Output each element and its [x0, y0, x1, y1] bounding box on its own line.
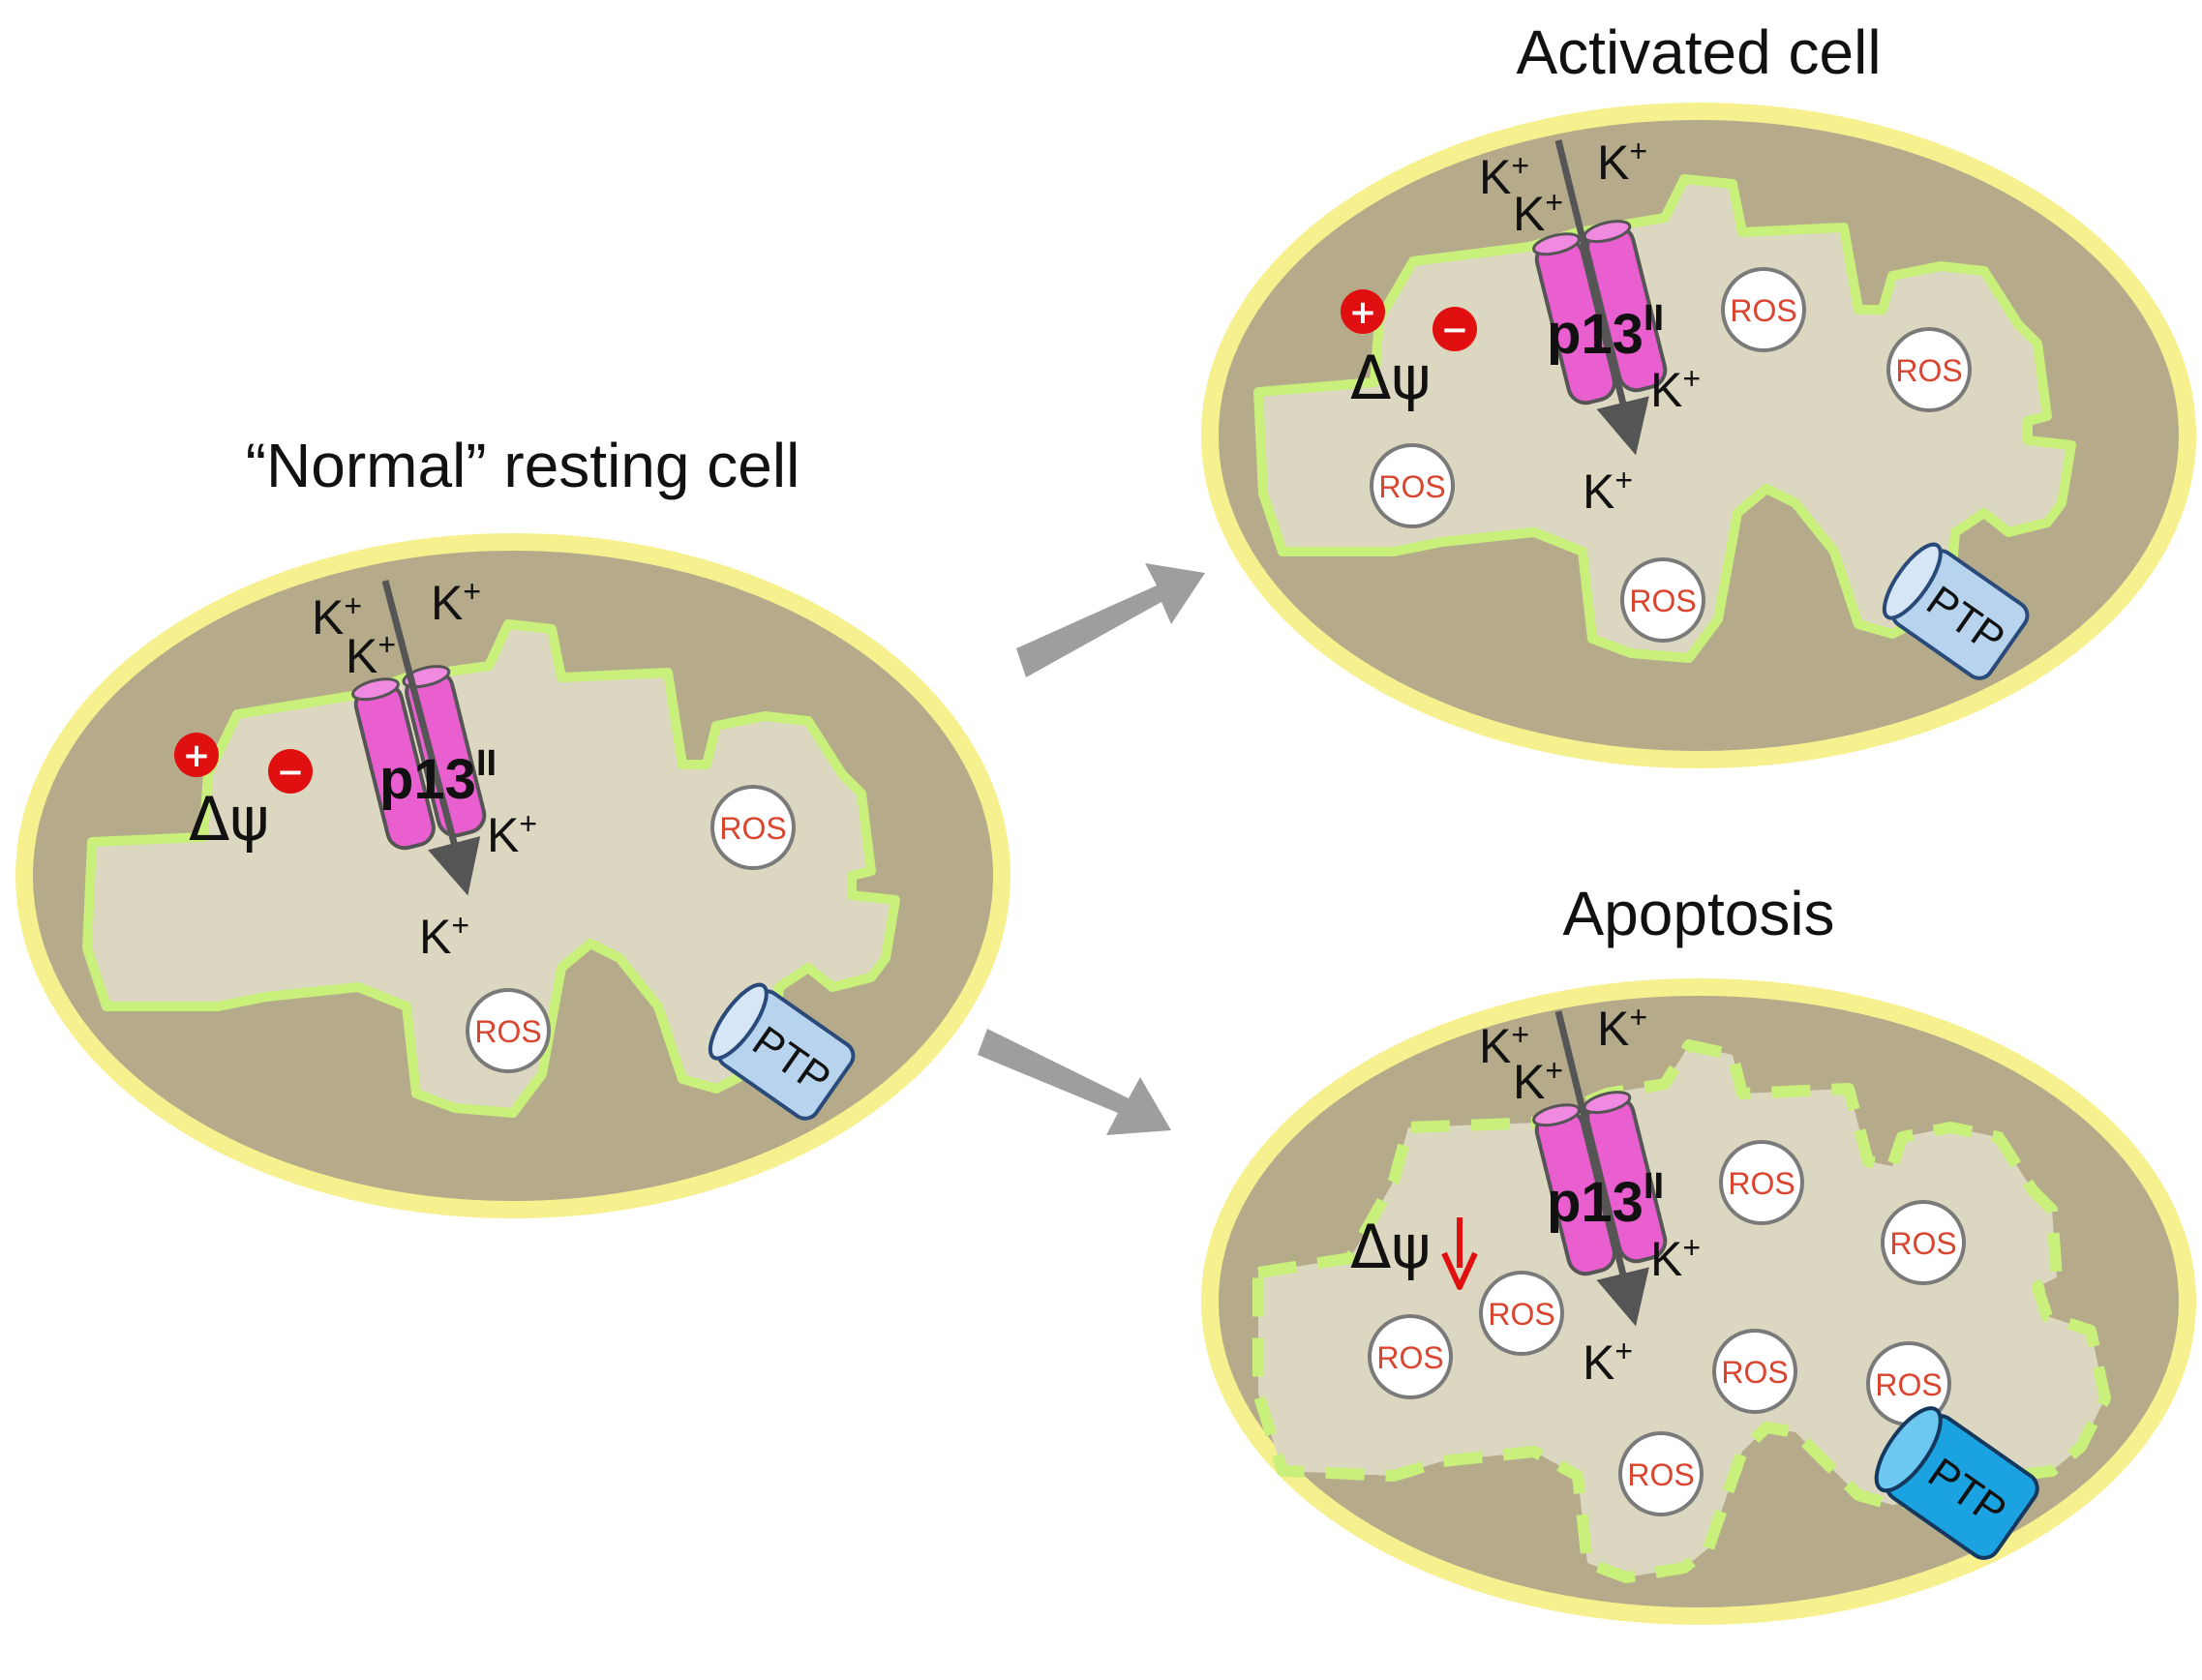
p13-label: p13II [1547, 298, 1664, 366]
membrane-potential-label: Δψ [189, 784, 269, 855]
mitochondrion-activated: + − Δψ p13II K+ K+ K+ K+ K+ ROS ROS [1201, 103, 2196, 768]
ros-particle: ROS [1368, 1314, 1453, 1399]
potassium-flux-arrow [1554, 1010, 1649, 1327]
ros-particle: ROS [1618, 1431, 1704, 1516]
potassium-ion: K+ [1513, 185, 1563, 241]
svg-text:ROS: ROS [719, 811, 786, 846]
potassium-ion: K+ [312, 588, 362, 645]
title-apoptosis: Apoptosis [1562, 879, 1834, 948]
positive-charge-icon: + [1341, 289, 1385, 334]
ros-particle: ROS [466, 988, 551, 1073]
potassium-ion: K+ [1583, 1334, 1633, 1390]
ros-particle: ROS [1370, 443, 1455, 528]
title-activated-cell: Activated cell [1516, 17, 1881, 87]
svg-text:+: + [183, 736, 211, 775]
svg-text:ROS: ROS [474, 1014, 541, 1049]
potassium-ion: K+ [419, 908, 469, 964]
negative-charge-icon: − [1433, 307, 1477, 351]
ros-particle: ROS [1721, 267, 1806, 352]
potassium-ion: K+ [1513, 1053, 1563, 1109]
inner-membrane [82, 619, 900, 1118]
ptp-pore-open: PTP [1874, 1406, 2039, 1560]
potassium-flux-arrow [1554, 139, 1649, 456]
inner-membrane [1253, 174, 2076, 663]
positive-charge-icon: + [174, 733, 219, 777]
potassium-ion: K+ [1650, 361, 1701, 417]
negative-charge-icon: − [268, 749, 313, 794]
potassium-ion: K+ [1597, 1000, 1647, 1056]
ros-particle: ROS [1719, 1140, 1804, 1225]
decrease-arrow-icon [1441, 1217, 1478, 1290]
p13-channel [1532, 220, 1668, 405]
mitochondrion-apoptosis: Δψ p13II K+ K+ K+ K+ K+ ROS ROS ROS [1201, 978, 2196, 1625]
potassium-ion: K+ [487, 806, 537, 862]
potassium-flux-arrow [381, 580, 481, 896]
membrane-potential-label: Δψ [1350, 1212, 1431, 1282]
membrane-potential-label: Δψ [1350, 343, 1431, 413]
potassium-ion: K+ [1597, 134, 1647, 190]
ptp-pore: PTP [1882, 542, 2030, 680]
ros-particle: ROS [1886, 327, 1972, 412]
potassium-ion: K+ [1583, 463, 1633, 519]
title-resting-cell: “Normal” resting cell [246, 431, 800, 500]
svg-text:−: − [1441, 311, 1469, 349]
p13-channel [1532, 1091, 1668, 1276]
ros-particle: ROS [1712, 1329, 1797, 1414]
ros-particle: ROS [1881, 1200, 1966, 1285]
svg-text:ROS: ROS [1730, 293, 1796, 328]
svg-text:ROS: ROS [1728, 1166, 1795, 1201]
svg-text:ROS: ROS [1378, 469, 1445, 504]
transition-arrow-to-apoptosis [978, 1029, 1171, 1135]
svg-text:+: + [1349, 293, 1377, 332]
potassium-ion: K+ [1479, 1017, 1529, 1073]
svg-text:ROS: ROS [1488, 1297, 1554, 1332]
potassium-ion: K+ [1650, 1230, 1701, 1286]
ros-particle: ROS [1620, 557, 1705, 643]
svg-text:ROS: ROS [1895, 353, 1962, 388]
transition-arrow-to-activated [1016, 563, 1205, 677]
svg-text:ROS: ROS [1889, 1226, 1956, 1261]
potassium-ion: K+ [346, 627, 396, 683]
svg-text:ROS: ROS [1721, 1355, 1788, 1390]
svg-text:ROS: ROS [1376, 1340, 1443, 1375]
p13-label: p13II [379, 743, 497, 811]
p13-label: p13II [1547, 1166, 1664, 1234]
ros-particle: ROS [710, 785, 796, 870]
svg-text:−: − [277, 753, 305, 792]
svg-text:ROS: ROS [1629, 584, 1696, 618]
svg-text:ROS: ROS [1875, 1367, 1942, 1402]
potassium-ion: K+ [431, 574, 481, 630]
potassium-ion: K+ [1479, 148, 1529, 204]
svg-text:ROS: ROS [1627, 1457, 1694, 1492]
mitochondrion-resting: + − Δψ p13II K+ K+ K+ K+ K+ ROS ROS [15, 533, 1011, 1218]
ptp-pore: PTP [708, 982, 856, 1121]
ros-particle: ROS [1479, 1271, 1564, 1356]
